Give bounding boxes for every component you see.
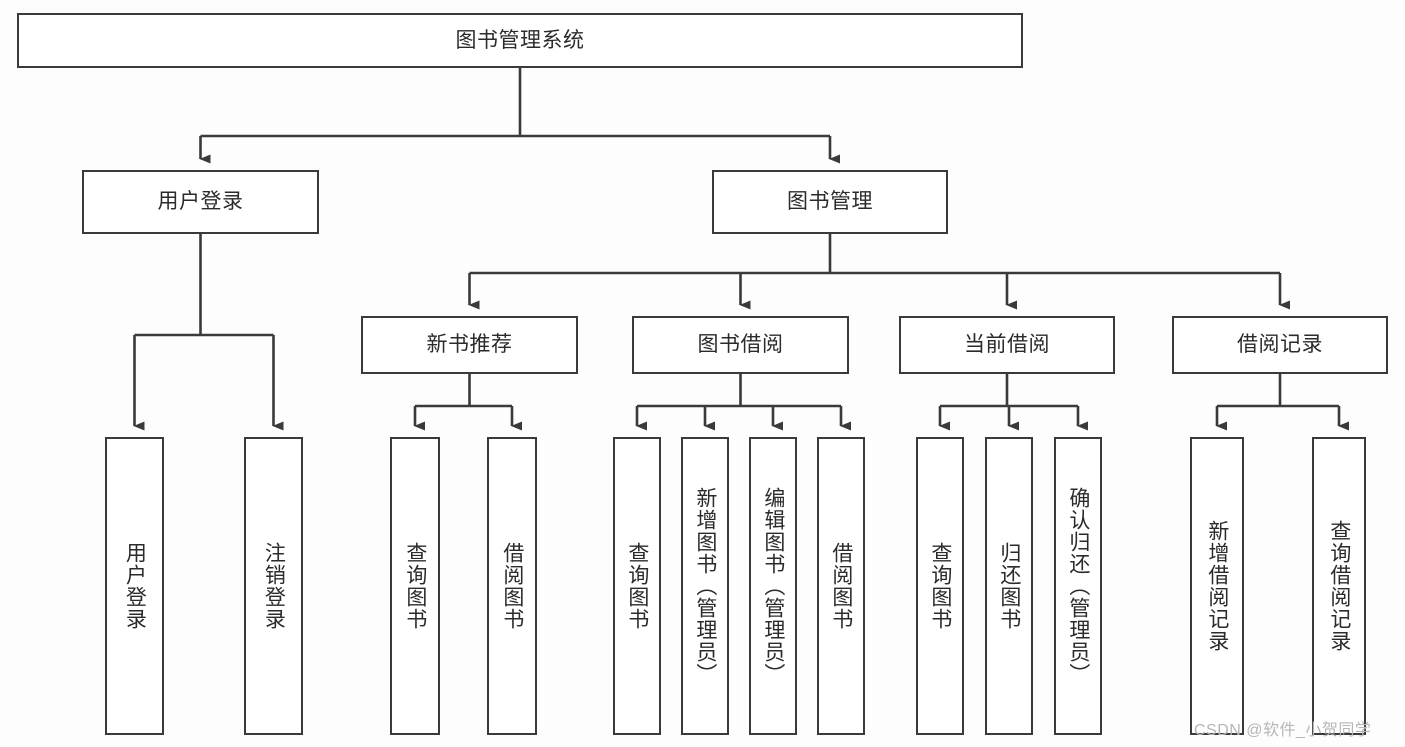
leaf-node-label: 查询图书 <box>403 542 427 630</box>
leaf-node[interactable]: 查询图书 <box>390 437 440 735</box>
leaf-node-label: 用户登录 <box>123 542 147 630</box>
node-new-book-recommend[interactable]: 新书推荐 <box>361 316 578 374</box>
leaf-node-label: 编辑图书（管理员） <box>761 487 785 685</box>
leaf-node-label: 归还图书 <box>997 542 1021 630</box>
leaf-node[interactable]: 查询图书 <box>916 437 964 735</box>
leaf-node-label: 新增借阅记录 <box>1205 520 1229 652</box>
node-borrow-record[interactable]: 借阅记录 <box>1172 316 1388 374</box>
leaf-node-label: 新增图书（管理员） <box>693 487 717 685</box>
leaf-node-label: 借阅图书 <box>829 542 853 630</box>
node-book-management[interactable]: 图书管理 <box>712 170 948 234</box>
node-book-borrow[interactable]: 图书借阅 <box>632 316 849 374</box>
leaf-node[interactable]: 查询借阅记录 <box>1312 437 1366 735</box>
node-borrow-record-label: 借阅记录 <box>1237 333 1323 357</box>
leaf-node[interactable]: 新增借阅记录 <box>1190 437 1244 735</box>
node-book-borrow-label: 图书借阅 <box>697 333 784 357</box>
leaf-node[interactable]: 归还图书 <box>985 437 1033 735</box>
node-root[interactable]: 图书管理系统 <box>17 13 1023 68</box>
leaf-node-label: 查询借阅记录 <box>1327 520 1351 652</box>
leaf-node-label: 查询图书 <box>928 542 952 630</box>
node-root-label: 图书管理系统 <box>455 28 585 52</box>
leaf-node[interactable]: 借阅图书 <box>817 437 865 735</box>
leaf-node[interactable]: 用户登录 <box>105 437 164 735</box>
leaf-node[interactable]: 确认归还（管理员） <box>1054 437 1102 735</box>
leaf-node[interactable]: 注销登录 <box>244 437 303 735</box>
leaf-node-label: 注销登录 <box>262 542 286 630</box>
leaf-node[interactable]: 借阅图书 <box>487 437 537 735</box>
connector-lines <box>133 68 1349 431</box>
watermark-credit: CSDN @软件_小贺同学 <box>1194 722 1372 739</box>
node-current-borrow[interactable]: 当前借阅 <box>899 316 1115 374</box>
node-user-login[interactable]: 用户登录 <box>82 170 319 234</box>
leaf-node-label: 确认归还（管理员） <box>1066 487 1090 685</box>
node-new-book-recommend-label: 新书推荐 <box>426 333 513 357</box>
node-current-borrow-label: 当前借阅 <box>964 333 1050 357</box>
leaf-node[interactable]: 查询图书 <box>613 437 661 735</box>
node-book-management-label: 图书管理 <box>787 190 873 214</box>
leaf-node[interactable]: 新增图书（管理员） <box>681 437 729 735</box>
leaf-node-label: 借阅图书 <box>500 542 524 630</box>
leaf-node-label: 查询图书 <box>625 542 649 630</box>
leaf-node[interactable]: 编辑图书（管理员） <box>749 437 797 735</box>
node-user-login-label: 用户登录 <box>157 190 244 214</box>
